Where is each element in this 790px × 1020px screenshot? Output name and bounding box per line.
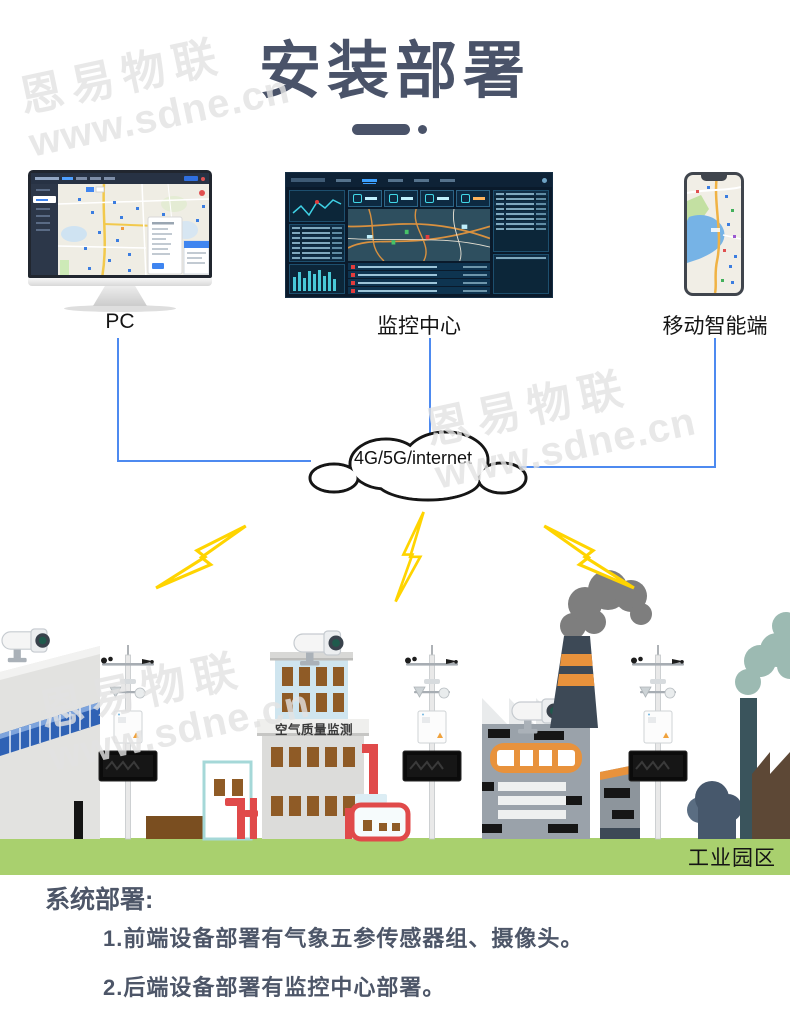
dashboard-topbar — [286, 173, 552, 187]
teal-smoke — [735, 612, 790, 695]
lightning-icon-right — [542, 504, 636, 610]
title-underline-dot — [418, 125, 427, 134]
monitor-chin — [28, 278, 212, 286]
smartphone — [684, 172, 744, 296]
warehouse-building — [0, 628, 100, 839]
distant-factory — [735, 612, 790, 839]
lightning-icon-left — [154, 504, 248, 610]
cloud-icon — [308, 430, 528, 502]
factory-annex — [600, 764, 640, 839]
dashboard-alerts — [348, 263, 490, 294]
pc-app-button — [184, 176, 198, 181]
pc-map — [58, 184, 209, 275]
lightning-bolts — [154, 504, 636, 610]
smoke — [560, 570, 652, 639]
monitoring-center-label: 监控中心 — [377, 315, 461, 338]
connector-pc-horizontal — [117, 460, 311, 462]
ground-strip — [0, 838, 790, 875]
monitor-stand — [93, 286, 147, 306]
bushes — [687, 781, 742, 839]
factory-building — [482, 636, 640, 839]
pc-monitor — [28, 170, 212, 312]
storage-box — [146, 816, 204, 839]
monitor-base — [64, 305, 176, 312]
pc-label: PC — [105, 310, 135, 333]
phone-screen — [687, 175, 741, 293]
pc-map-popup — [147, 216, 183, 275]
pc-app-topbar — [31, 173, 209, 184]
footer-item: 2.后端设备部署有监控中心部署。 — [103, 975, 446, 1000]
dashboard-stat-cards — [348, 190, 490, 207]
cloud-label: 4G/5G/internet — [353, 448, 473, 468]
title-underline — [352, 124, 410, 135]
mobile-label: 移动智能端 — [662, 315, 768, 338]
cctv-camera-icon — [1, 628, 51, 663]
pc-app-sidebar — [31, 184, 58, 275]
small-building — [202, 760, 253, 841]
footer-heading: 系统部署: — [45, 886, 154, 914]
dashboard-screen — [285, 172, 553, 298]
zone-label: 工业园区 — [688, 847, 776, 870]
phone-map — [687, 175, 741, 293]
dashboard-left-panels — [289, 190, 345, 294]
pc-screen — [28, 170, 212, 278]
industrial-scene — [0, 570, 790, 878]
connector-center-vertical — [429, 338, 431, 446]
pc-map-panel — [183, 240, 209, 275]
connector-mobile-vertical — [714, 338, 716, 468]
chimney — [550, 636, 598, 728]
building-sign: 空气质量监测 — [274, 723, 353, 737]
footer-item: 1.前端设备部署有气象五参传感器组、摄像头。 — [103, 926, 584, 951]
air-quality-building — [244, 630, 411, 842]
dashboard-map — [348, 209, 490, 261]
lightning-icon-middle — [394, 510, 425, 603]
dashboard-right-panels — [493, 190, 549, 294]
phone-notch — [701, 175, 727, 181]
connector-pc-vertical — [117, 338, 119, 462]
connector-mobile-horizontal — [521, 466, 716, 468]
page-title: 安装部署 — [258, 37, 531, 106]
